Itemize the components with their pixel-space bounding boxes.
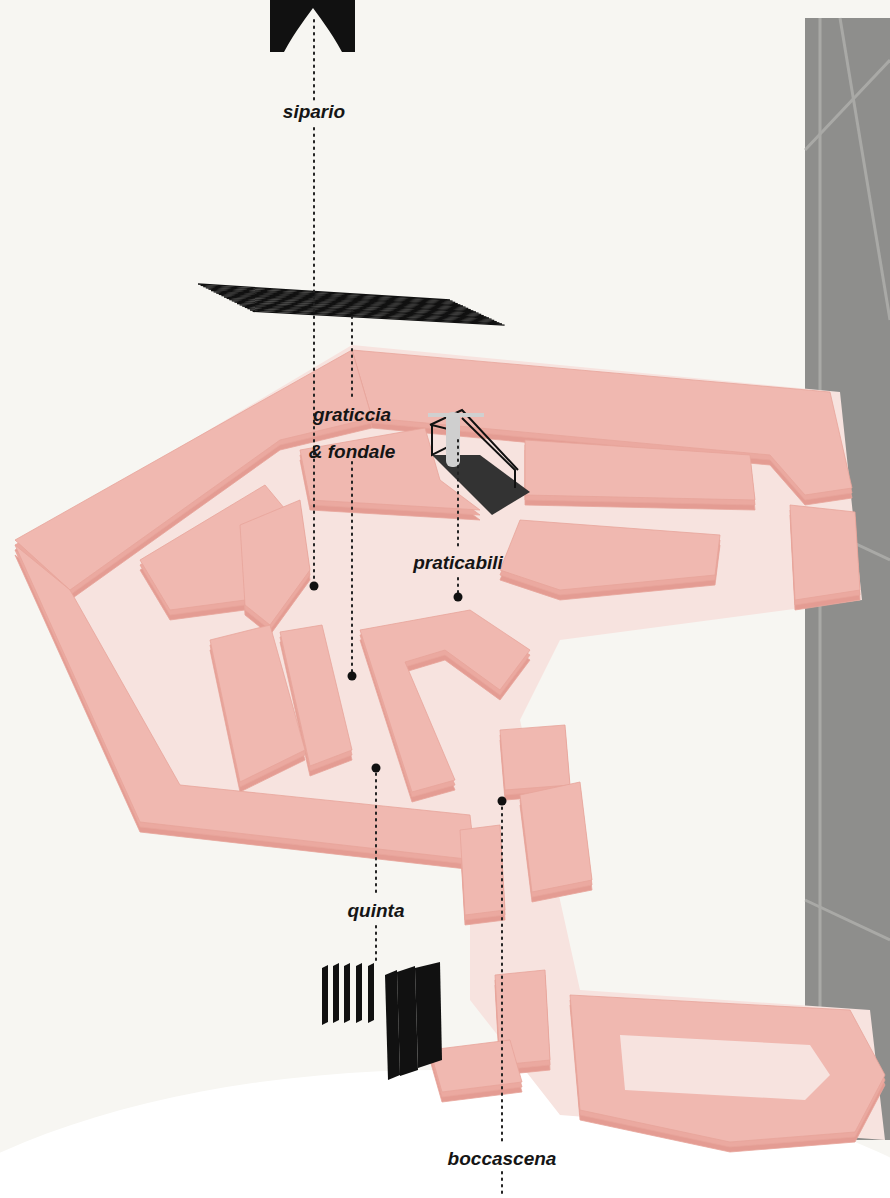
stage-term-label: boccascena — [448, 1140, 557, 1177]
grid-symbol — [198, 284, 505, 325]
building-blocks — [15, 350, 885, 1152]
curtain-symbol — [270, 0, 355, 52]
leader-lines — [314, 20, 502, 1198]
stage-term-label: graticcia & fondale — [304, 396, 400, 470]
stage-term-label: quinta — [348, 892, 405, 929]
wing-flats-symbol — [322, 962, 442, 1080]
stage-term-label: sipario — [283, 93, 345, 130]
stage-term-label: praticabili — [413, 544, 503, 581]
platform-symbol — [428, 410, 530, 515]
leader-dots — [310, 582, 507, 806]
